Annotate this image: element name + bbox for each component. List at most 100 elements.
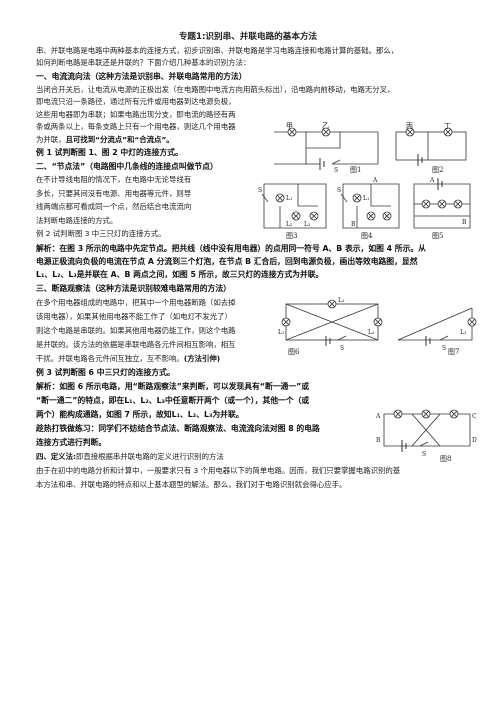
s1-line-5: 为并联，且可找到“分流点”和“合流点”。 bbox=[36, 135, 174, 145]
figure-8-label-c: C bbox=[472, 413, 477, 420]
lamp-label-l3: L₃ bbox=[203, 410, 213, 419]
section-1-heading: 一、电流流向法（这种方法是识别串、并联电路常用的方法） bbox=[36, 72, 247, 81]
s1-line-2: 即电流只沿一条路径，通过所有元件或用电器到达电源负极， bbox=[36, 97, 236, 106]
figure-4-label-a: A bbox=[372, 177, 378, 184]
s3-analysis-3a: 两个）能构成通路，如图 7 所示，故知 bbox=[36, 410, 172, 419]
figure-4-label-s: S bbox=[337, 187, 341, 194]
switch-icon bbox=[419, 441, 429, 447]
figure-4-label-l1: L₁ bbox=[363, 195, 369, 202]
section-3-heading: 三、断路观察法（这种方法是识别较难电路常用的方法） bbox=[36, 284, 231, 293]
figure-2-label-bing: 丙 bbox=[406, 122, 413, 130]
s2-line-4: 法判断电路连接的方式。 bbox=[36, 216, 118, 225]
s3-line-1: 在多个用电器组成的电路中，把其中一个用电器断路（如去掉 bbox=[36, 298, 236, 307]
battery-icon bbox=[425, 336, 431, 346]
section-2-heading: 二、“节点法”（电路图中几条线的连接点叫做节点） bbox=[36, 162, 218, 171]
figure-4-circuit: S L₁ A B 图4 bbox=[337, 177, 400, 240]
figure-2-circuit: 丙 丁 图2 bbox=[395, 122, 467, 174]
s3-analysis-2: “断一通二”的特点，即在L₁、L₂、L₃中任意断开两个（或一个），其他一个（或 bbox=[36, 396, 310, 405]
example-3: 例 3 试判断图 6 中三只灯的连接方式。 bbox=[36, 368, 175, 377]
switch-icon bbox=[337, 335, 347, 341]
figure-1-label-s: S bbox=[334, 167, 338, 174]
s3-line-2: 该用电器），如果其他用电器不能工作了（如电灯不发光了） bbox=[36, 312, 232, 321]
figure-3-label-s: S bbox=[258, 187, 262, 194]
figure-8-circuit: A B C D S 图8 bbox=[375, 409, 477, 463]
switch-icon bbox=[261, 193, 269, 203]
figure-8-label-a: A bbox=[375, 413, 381, 420]
figure-7-label-s: S bbox=[442, 345, 446, 352]
practice-line-1: 趁热打铁做练习：同学们不妨结合节点法、断路观察法、电流流向法对图 8 的电路 bbox=[36, 424, 320, 433]
s3-line-5-bold: (方法引伸) bbox=[183, 354, 221, 363]
figure-1-caption: 图1 bbox=[350, 166, 361, 174]
figure-8-label-b: B bbox=[376, 437, 381, 444]
s3-analysis-3b: 为并联。 bbox=[212, 410, 244, 419]
figure-3-label-l1: L₁ bbox=[286, 195, 292, 202]
switch-icon bbox=[331, 159, 341, 165]
battery-icon bbox=[325, 336, 331, 346]
figure-5-caption: 图5 bbox=[432, 232, 443, 240]
example-2: 例 2 试判断图 3 中三只灯的连接方式。 bbox=[36, 229, 166, 238]
s4-line-1: 由于在初中的电路分析和计算中，一般要求只有 3 个用电器以下的简单电路。因而，我… bbox=[36, 466, 401, 475]
s2-line-2: 多长，只要其间没有电源、用电器等元件，则导 bbox=[36, 189, 192, 198]
switch-icon bbox=[340, 193, 348, 203]
battery-icon bbox=[437, 178, 443, 190]
s1-line-4: 条或两条以上，每条支路上只有一个用电器，则这几个用电器 bbox=[36, 122, 236, 131]
section-4-heading-bold: 四、定义法: bbox=[36, 452, 76, 461]
s4-line-2: 本方法和串、并联电路的特点和以上基本题型的解法。那么，我们对于电路识别就会得心应… bbox=[36, 480, 347, 489]
s1-line-1: 当闭合开关后，让电流从电源的正极出发（在电路图中电流方向用箭头标出），沿电路向前… bbox=[36, 85, 395, 94]
practice-line-2: 连接方式进行判断。 bbox=[36, 438, 107, 447]
figure-7-circuit: L₃ S 图7 bbox=[397, 307, 477, 356]
s1-line-5-bold: 且可找到“分流点”和“合流点”。 bbox=[65, 135, 174, 144]
figure-7-caption: 图7 bbox=[448, 348, 459, 356]
figure-6-label-l1: L₁ bbox=[278, 329, 284, 336]
figure-6-circuit: L₂ L₁ L₃ S 图6 bbox=[278, 297, 383, 356]
figure-5-label-a: A bbox=[429, 177, 435, 184]
figure-2-wires bbox=[395, 131, 467, 161]
figure-5-circuit: A B 图5 bbox=[413, 177, 471, 240]
figure-8-caption: 图8 bbox=[440, 455, 451, 463]
lamp-label-l3: L₃ bbox=[68, 270, 77, 279]
figure-3-label-l3: L₃ bbox=[304, 221, 311, 228]
intro-line-2: 如何判断电路是串联还是并联的？下面介绍几种基本的识别方法： bbox=[36, 58, 251, 67]
s2-line-1: 在不计导线电阻的情况下，在电路中无论导线有 bbox=[36, 175, 192, 184]
s3-line-5: 干扰。并联电路各元件间互独立，互不影响。(方法引伸) bbox=[36, 354, 220, 364]
s3-analysis-3: 两个）能构成通路，如图 7 所示，故知L₁、L₂、L₃为并联。 bbox=[36, 410, 244, 419]
s3-line-5-text: 干扰。并联电路各元件间互独立，互不影响。 bbox=[36, 354, 184, 363]
figure-7-label-l3: L₃ bbox=[460, 329, 467, 336]
figure-1-branch bbox=[305, 132, 341, 164]
figure-6-label-l3: L₃ bbox=[368, 329, 375, 336]
figure-5-label-b: B bbox=[462, 219, 467, 226]
figure-4-label-b: B bbox=[351, 221, 356, 228]
s2-analysis-3-text: 是并联在 A、B 两点之间，如图 5 所示，故三只灯的连接方式为并联。 bbox=[76, 270, 324, 279]
s1-line-3: 这些用电器即为串联；如果电路出现分支，即电流的路径有两 bbox=[36, 110, 236, 119]
s3-analysis-1: 解析：如图 6 所示电路，用“断路观察法”来判断，可以发现具有“断一通一”或 bbox=[36, 382, 310, 391]
intro-line-1: 串、并联电路是电路中两种基本的连接方式，初步识别串、并联电路是学习电路连接和电路… bbox=[36, 46, 399, 55]
figure-6-label-s: S bbox=[340, 345, 344, 352]
battery-icon bbox=[401, 440, 407, 452]
figure-6-caption: 图6 bbox=[288, 348, 300, 356]
section-4-heading-rest: 即直接根据串并联电路的定义进行识别的方法 bbox=[75, 452, 224, 461]
figure-6-label-l2: L₂ bbox=[338, 297, 345, 304]
figure-3-caption: 图3 bbox=[286, 232, 297, 240]
lamp-label-l2: L₂ bbox=[187, 410, 197, 419]
lamp-label-l1: L₁ bbox=[171, 410, 180, 419]
s3-line-3: 则这个电路是串联的。如果其他用电器仍能工作，则这个电路 bbox=[36, 326, 236, 335]
s1-line-5-text: 为并联， bbox=[36, 135, 66, 144]
s3-line-4: 是并联的。该方法的依据是串联电路各元件间相互影响，相互 bbox=[36, 340, 236, 349]
lamp-label-l2: L₂ bbox=[140, 396, 149, 405]
s2-analysis-2: 电源正极流向负极的电流在节点 A 分流到三个灯泡，在节点 B 汇合后，回到电源负… bbox=[36, 257, 418, 266]
s3-analysis-2a: “断一通二”的特点，即在 bbox=[36, 396, 125, 405]
switch-icon bbox=[439, 335, 449, 341]
example-1: 例 1 试判断图 1、图 2 中灯的连接方式。 bbox=[36, 148, 183, 157]
lamp-label-l3: L₃ bbox=[156, 396, 165, 405]
battery-icon bbox=[319, 158, 325, 170]
figure-2-label-ding: 丁 bbox=[444, 122, 451, 130]
figure-2-caption: 图2 bbox=[432, 166, 443, 174]
battery-icon bbox=[417, 154, 423, 166]
figure-8-label-s: S bbox=[422, 451, 426, 458]
s3-analysis-2b: 中任意断开两个（或一个），其他一个（或 bbox=[164, 396, 310, 405]
figure-3-label-l2: L₂ bbox=[286, 221, 293, 228]
figure-1-label-jia: 甲 bbox=[286, 122, 293, 130]
lamp-label-l1: L₁ bbox=[36, 270, 45, 279]
section-4-heading: 四、定义法:即直接根据串并联电路的定义进行识别的方法 bbox=[36, 452, 224, 462]
s2-analysis-1: 解析：在图 3 所示的电路中先定节点。把共线（线中没有用电器）的点用同一符号 A… bbox=[36, 244, 426, 253]
